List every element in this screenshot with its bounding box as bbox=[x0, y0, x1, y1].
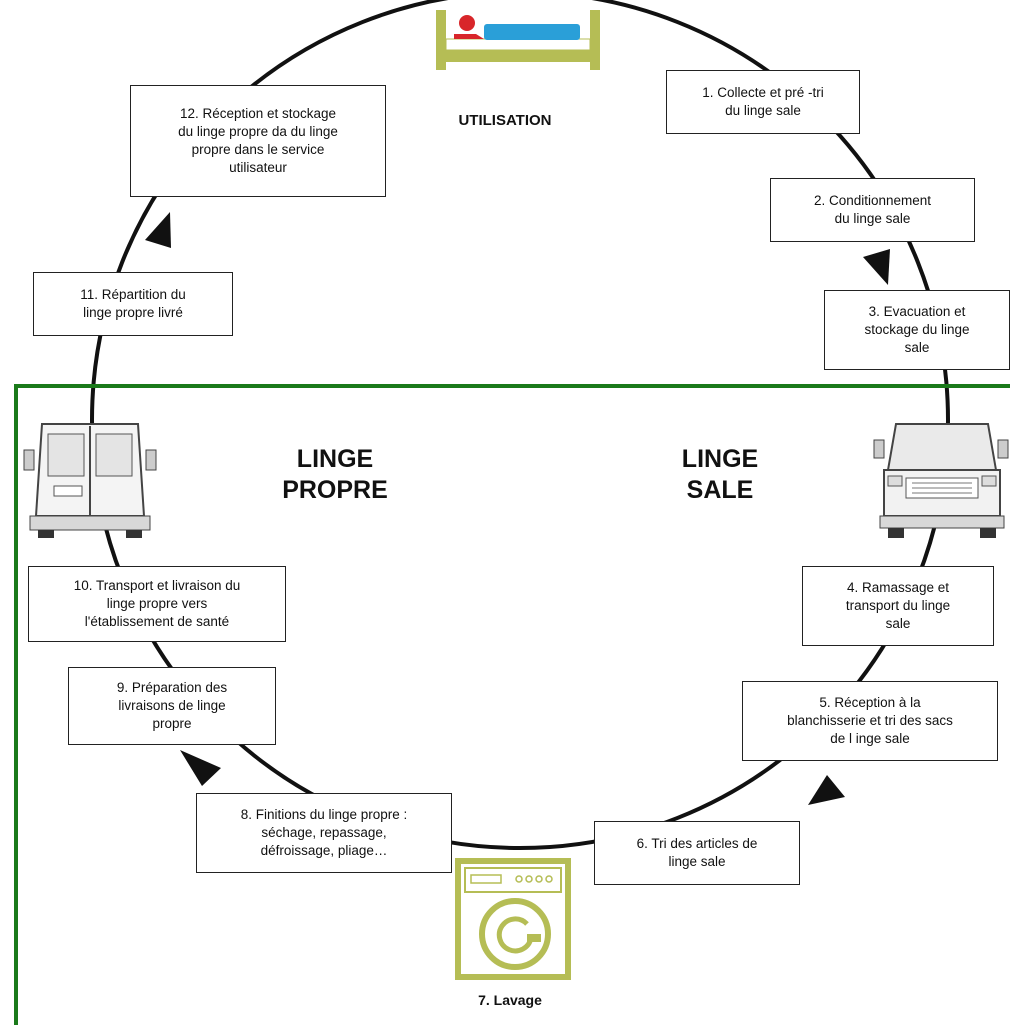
lavage-label: 7. Lavage bbox=[478, 992, 542, 1008]
step-5-box: 5. Réception à la blanchisserie et tri d… bbox=[742, 681, 998, 761]
step-9-box: 9. Préparation des livraisons de linge p… bbox=[68, 667, 276, 745]
zone-border bbox=[14, 384, 1010, 1025]
step-1-box: 1. Collecte et pré -tri du linge sale bbox=[666, 70, 860, 134]
linge-propre-label: LINGE PROPRE bbox=[282, 445, 388, 504]
step-11-box: 11. Répartition du linge propre livré bbox=[33, 272, 233, 336]
arrow-5-to-6 bbox=[808, 775, 845, 805]
step-4-box: 4. Ramassage et transport du linge sale bbox=[802, 566, 994, 646]
step-2-box: 2. Conditionnement du linge sale bbox=[770, 178, 975, 242]
step-10-box: 10. Transport et livraison du linge prop… bbox=[28, 566, 286, 642]
utilisation-label: UTILISATION bbox=[458, 112, 552, 129]
cycle-ring bbox=[90, 0, 950, 850]
step-6-box: 6. Tri des articles de linge sale bbox=[594, 821, 800, 885]
step-8-box: 8. Finitions du linge propre : séchage, … bbox=[196, 793, 452, 873]
van-rear-icon bbox=[23, 423, 157, 538]
linge-sale-label: LINGE SALE bbox=[681, 445, 759, 504]
washing-machine-icon bbox=[455, 858, 571, 980]
arrow-11-to-12 bbox=[145, 212, 171, 248]
arrow-2-to-3 bbox=[863, 249, 890, 285]
van-front-icon bbox=[873, 423, 1009, 538]
step-3-box: 3. Evacuation et stockage du linge sale bbox=[824, 290, 1010, 370]
step-12-box: 12. Réception et stockage du linge propr… bbox=[130, 85, 386, 197]
bed-icon bbox=[436, 10, 600, 70]
arrow-8-to-9 bbox=[180, 750, 221, 786]
